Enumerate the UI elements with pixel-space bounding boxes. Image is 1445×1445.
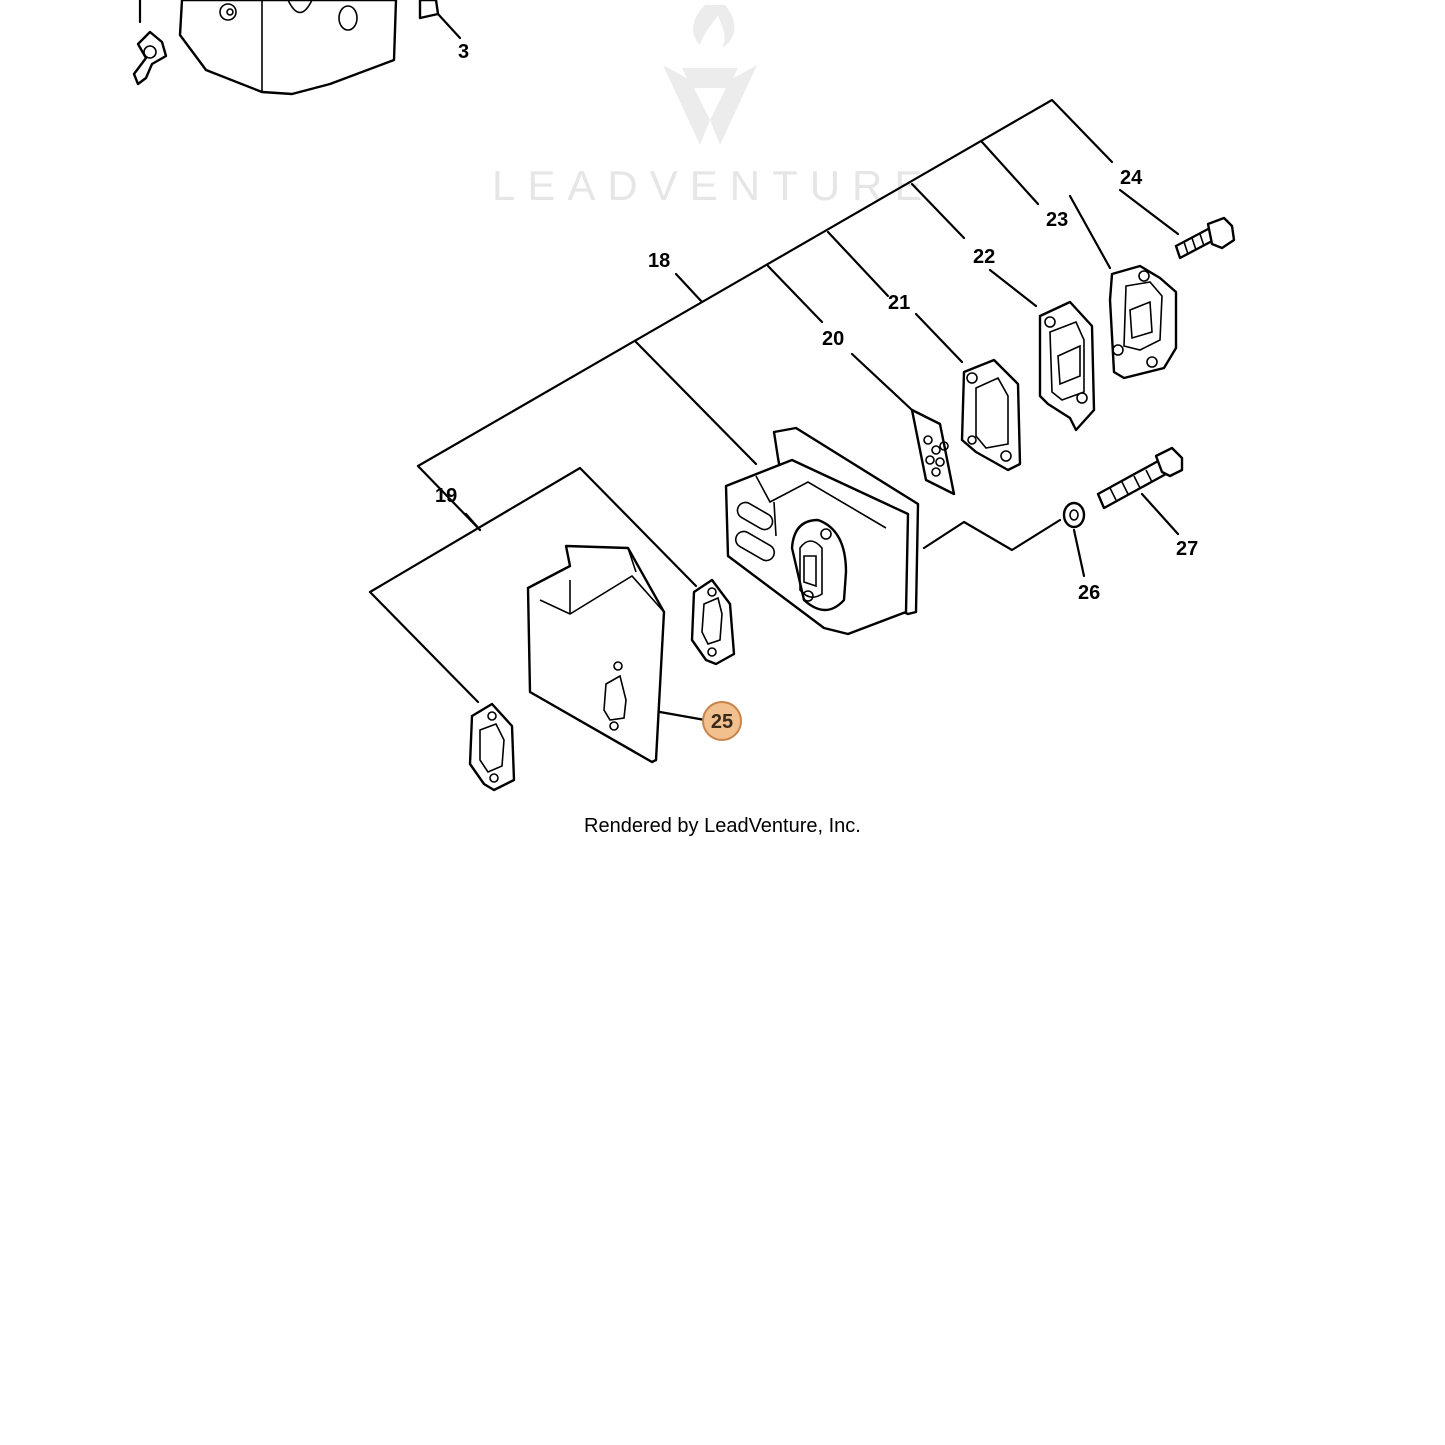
bolt-24-part <box>1174 216 1236 260</box>
render-credit: Rendered by LeadVenture, Inc. <box>584 815 861 837</box>
callout-19[interactable]: 19 <box>435 485 457 507</box>
watermark-text: LEADVENTURE <box>492 162 934 209</box>
heat-shield-23-part <box>1108 264 1178 380</box>
callout-23[interactable]: 23 <box>1046 209 1068 231</box>
watermark-logo <box>663 5 757 145</box>
plate-22-part <box>1038 300 1096 432</box>
washer-26-part <box>1062 501 1086 529</box>
callout-18[interactable]: 18 <box>648 250 670 272</box>
callout-21[interactable]: 21 <box>888 292 910 314</box>
callout-20[interactable]: 20 <box>822 328 844 350</box>
callout-26[interactable]: 26 <box>1078 582 1100 604</box>
callout-24[interactable]: 24 <box>1120 167 1143 189</box>
callout-22[interactable]: 22 <box>973 246 995 268</box>
callout-27[interactable]: 27 <box>1176 538 1198 560</box>
heat-shield-25-part <box>526 544 666 764</box>
callout-25-highlight[interactable] <box>702 701 742 741</box>
spark-screen-20-part <box>910 408 956 496</box>
gasket-upper-part <box>690 578 736 666</box>
top-cover-part <box>132 0 462 96</box>
gasket-21-part <box>960 358 1022 472</box>
muffler-18-part <box>724 426 920 636</box>
callout-25[interactable]: 25 <box>711 711 733 733</box>
bolt-27-part <box>1096 446 1184 510</box>
gasket-lower-part <box>468 702 516 792</box>
leader-lines <box>368 98 1180 722</box>
callout-3: 3 <box>458 41 469 63</box>
